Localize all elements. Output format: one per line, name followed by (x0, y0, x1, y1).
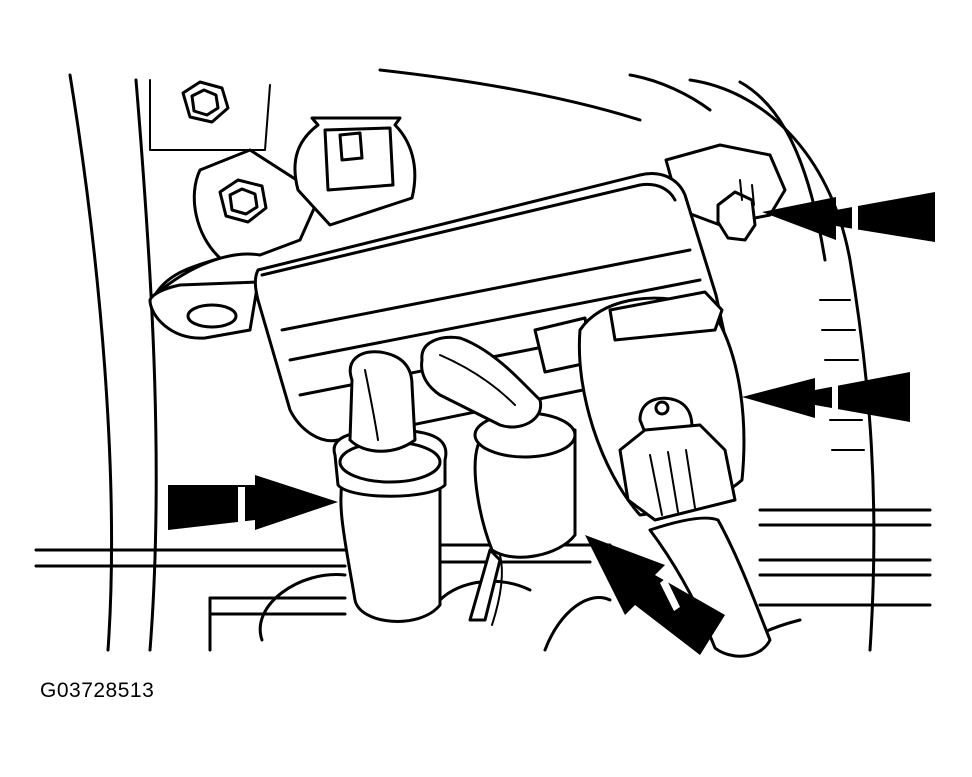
mounting-bracket (148, 143, 787, 340)
vacuum-hose-left (332, 350, 448, 623)
arrow-bottom (585, 535, 725, 655)
mounting-stud (716, 179, 757, 242)
arrow-upper-right (762, 192, 935, 242)
electrical-connector (577, 290, 772, 658)
vacuum-hose-right (420, 335, 577, 626)
arrow-left (168, 475, 338, 530)
bolt-upper (181, 80, 230, 124)
arrow-middle-right (742, 372, 910, 422)
figure-code: G03728513 (40, 679, 155, 702)
bolt-lower (218, 178, 268, 224)
top-connector (293, 116, 417, 227)
